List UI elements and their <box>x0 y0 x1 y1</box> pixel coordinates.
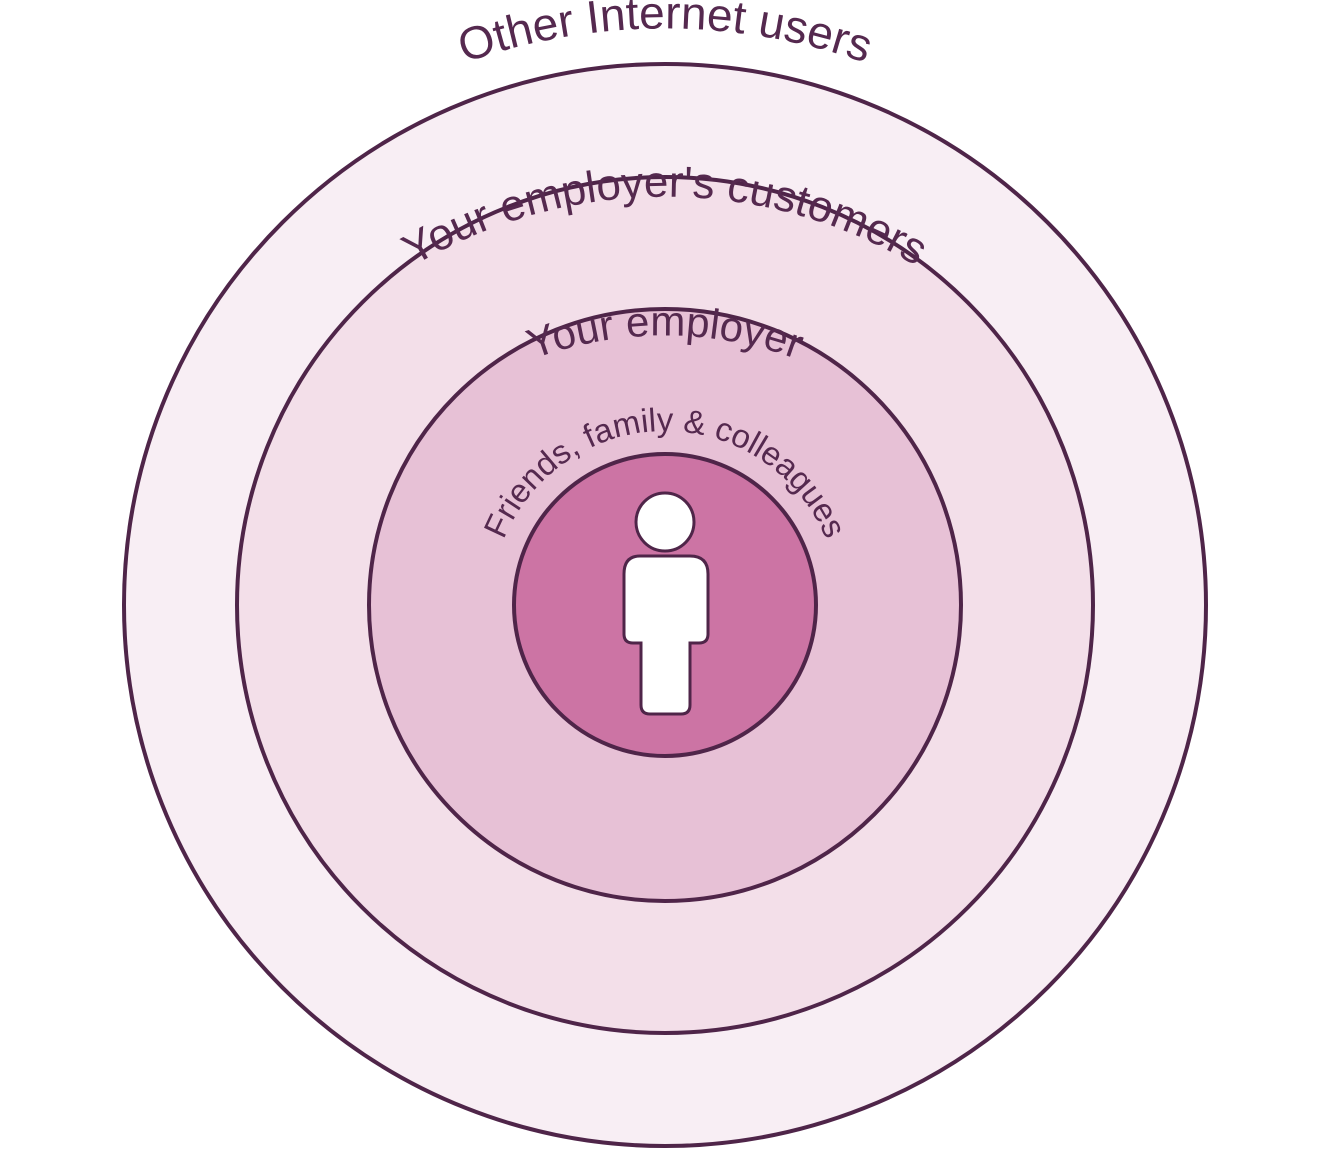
person-icon <box>622 491 710 716</box>
label-other-internet-users: Other Internet users <box>451 0 879 72</box>
person-body <box>622 554 710 716</box>
person-head <box>634 491 696 553</box>
label-other-internet-users-text: Other Internet users <box>451 0 879 72</box>
